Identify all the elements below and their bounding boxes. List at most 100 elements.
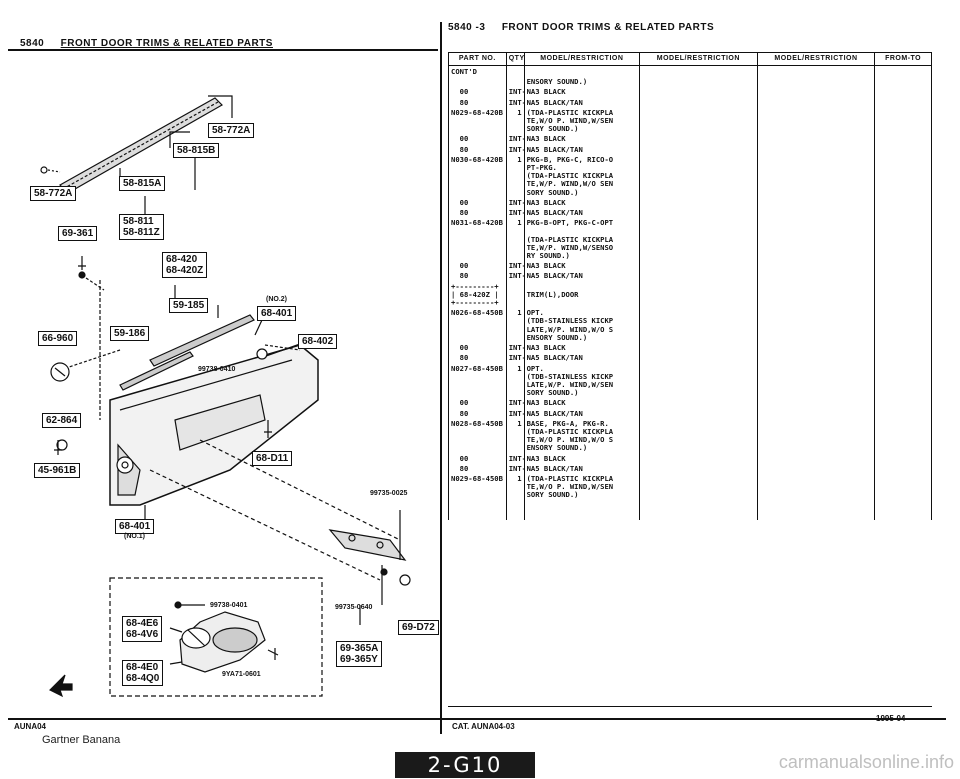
from-to-cell — [874, 362, 932, 398]
front-arrow-icon — [48, 674, 73, 698]
left-header-code: 5840 — [20, 38, 45, 49]
model-3-cell — [756, 106, 876, 134]
from-to-cell — [874, 462, 932, 473]
part-no-cell: 80 — [448, 352, 507, 363]
model-3-cell — [756, 280, 876, 308]
model-3-cell — [756, 417, 876, 453]
model-3-cell — [756, 65, 876, 77]
callout-69-361: 69-361 — [58, 226, 98, 241]
label-no2: (NO.2) — [266, 296, 287, 303]
qty-cell: 1 — [505, 472, 525, 500]
left-header-title: FRONT DOOR TRIMS & RELATED PARTS — [60, 38, 273, 49]
model-3-cell — [756, 153, 876, 197]
qty-cell: INT- — [505, 196, 525, 208]
from-to-cell — [874, 76, 932, 87]
description-cell: PKG-B, PKG-C, RICO-O PT-PKG. (TDA-PLASTI… — [523, 153, 641, 197]
part-no-cell: 00 — [448, 260, 507, 271]
exploded-parts-diagram — [40, 95, 411, 698]
model-2-cell — [639, 217, 758, 261]
callout-66-960: 66-960 — [38, 331, 78, 346]
model-2-cell — [639, 352, 758, 363]
part-no-cell — [448, 76, 507, 87]
model-2-cell — [639, 417, 758, 453]
description-cell: NA3 BLACK — [523, 260, 641, 271]
callout-68-d11: 68-D11 — [252, 451, 293, 466]
description-cell: NA3 BLACK — [523, 133, 641, 144]
callout-69-d72: 69-D72 — [398, 620, 439, 635]
description-cell: ENSORY SOUND.) — [523, 76, 641, 87]
model-2-cell — [639, 407, 758, 418]
description-cell: NA5 BLACK/TAN — [523, 352, 641, 363]
callout-62-864: 62-864 — [42, 413, 82, 428]
from-to-cell — [874, 270, 932, 281]
table-header-row: PART NO. QTY MODEL/RESTRICTION MODEL/RES… — [448, 52, 932, 66]
model-2-cell — [639, 342, 758, 353]
table-filler-row — [448, 499, 932, 520]
model-2-cell — [639, 65, 758, 77]
from-to-cell — [874, 472, 932, 500]
description-cell: NA5 BLACK/TAN — [523, 407, 641, 418]
description-cell: NA5 BLACK/TAN — [523, 462, 641, 473]
qty-cell: INT- — [505, 352, 525, 363]
model-2-cell — [639, 260, 758, 271]
part-no-cell: 80 — [448, 407, 507, 418]
page-top-rule — [8, 49, 438, 51]
callout-68-4e6: 68-4E6 68-4V6 — [122, 616, 163, 642]
part-no-cell: 00 — [448, 196, 507, 208]
callout-58-815a: 58-815A — [119, 176, 166, 191]
description-cell — [523, 65, 641, 77]
part-no-cell: 80 — [448, 270, 507, 281]
model-3-cell — [756, 352, 876, 363]
part-no-cell: 80 — [448, 96, 507, 107]
footer-left-code: AUNA04 — [14, 722, 47, 731]
callout-58-811: 58-811 58-811Z — [119, 214, 164, 240]
model-2-cell — [639, 96, 758, 107]
part-no-cell: N028-68-450B — [448, 417, 507, 453]
qty-cell: INT- — [505, 397, 525, 408]
description-cell: NA5 BLACK/TAN — [523, 143, 641, 154]
part-no-cell: 00 — [448, 342, 507, 353]
label-99735-0640: 99735-0640 — [335, 604, 373, 611]
qty-cell: INT- — [505, 133, 525, 144]
description-cell: NA3 BLACK — [523, 342, 641, 353]
callout-69-365a: 69-365A 69-365Y — [336, 641, 383, 667]
table-row: ENSORY SOUND.) — [448, 76, 932, 87]
qty-cell: INT- — [505, 207, 525, 218]
model-2-cell — [639, 207, 758, 218]
qty-cell: INT- — [505, 270, 525, 281]
description-cell: NA5 BLACK/TAN — [523, 96, 641, 107]
label-no1: (NO.1) — [124, 533, 145, 540]
model-3-cell — [756, 270, 876, 281]
callout-59-185: 59-185 — [169, 298, 209, 313]
qty-cell — [505, 65, 525, 77]
part-no-cell: 80 — [448, 207, 507, 218]
filler-cell — [874, 499, 932, 520]
callout-58-815b: 58-815B — [173, 143, 220, 158]
model-2-cell — [639, 143, 758, 154]
qty-cell: INT- — [505, 96, 525, 107]
model-3-cell — [756, 96, 876, 107]
model-2-cell — [639, 86, 758, 97]
from-to-cell — [874, 342, 932, 353]
model-2-cell — [639, 196, 758, 208]
qty-cell: 1 — [505, 106, 525, 134]
from-to-cell — [874, 217, 932, 261]
model-2-cell — [639, 362, 758, 398]
model-3-cell — [756, 217, 876, 261]
model-2-cell — [639, 462, 758, 473]
right-header-code: 5840 -3 — [448, 22, 486, 33]
from-to-cell — [874, 452, 932, 463]
model-3-cell — [756, 362, 876, 398]
part-no-cell: N030-68-420B — [448, 153, 507, 197]
part-no-cell: N029-68-450B — [448, 472, 507, 500]
description-cell: NA3 BLACK — [523, 196, 641, 208]
from-to-cell — [874, 260, 932, 271]
